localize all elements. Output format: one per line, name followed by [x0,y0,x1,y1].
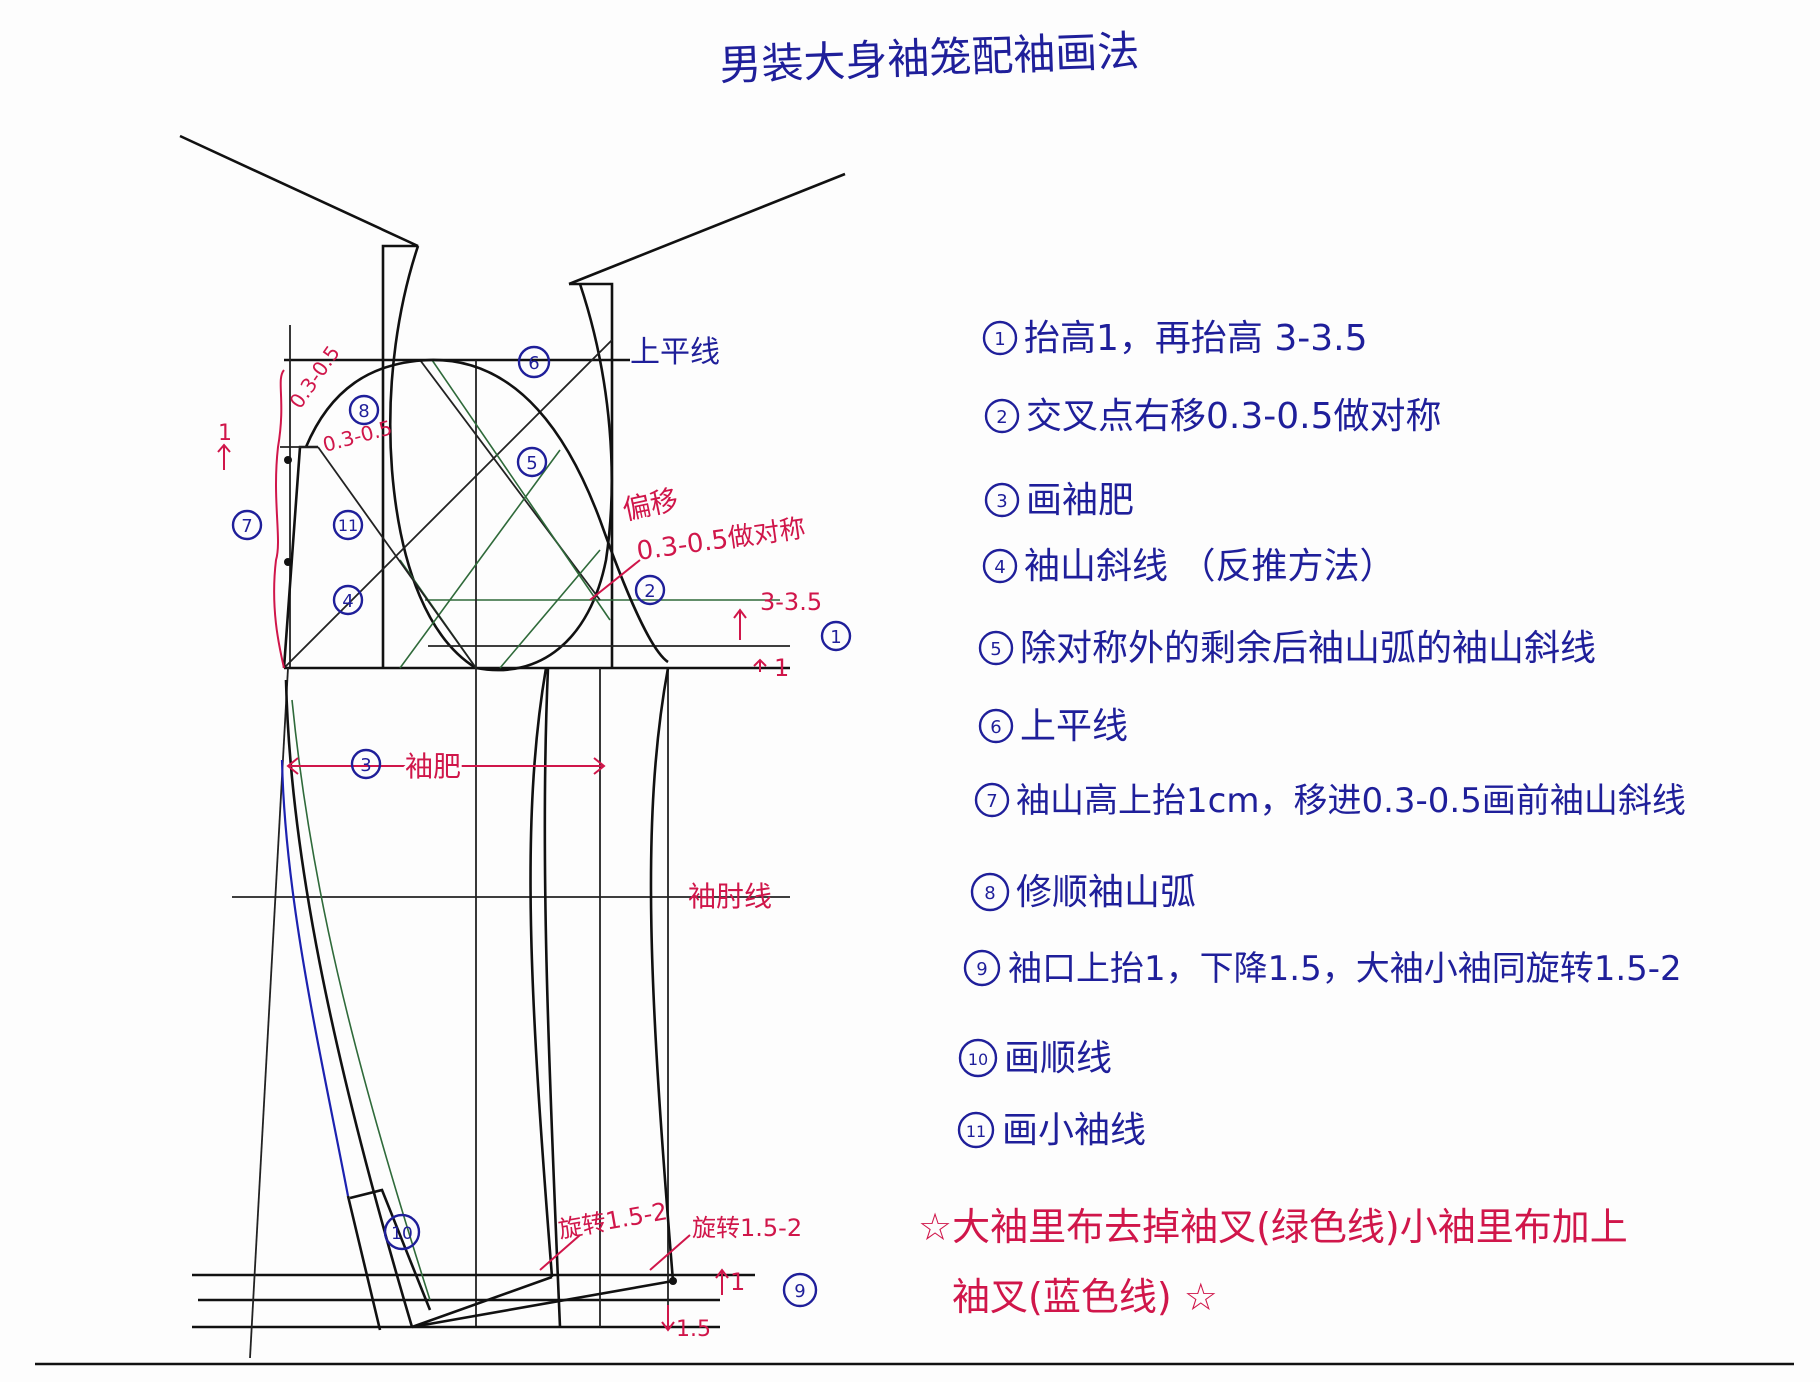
red-annotations: 0.3-0.5 0.3-0.5 1 偏移 0.3-0.5做对称 3-3.5 1 … [217,341,822,1342]
svg-text:3: 3 [996,491,1007,512]
label-offset: 偏移 [620,483,682,527]
marker-3: 3 [350,748,382,780]
label-sleeve-width: 袖肥 [405,750,461,783]
step-item: 8 修顺袖山弧 [970,872,1196,913]
svg-text:除对称外的剩余后袖山弧的袖山斜线: 除对称外的剩余后袖山弧的袖山斜线 [1020,628,1596,669]
svg-text:3: 3 [360,755,371,776]
step-item: 9 袖口上抬1，下降1.5，大袖小袖同旋转1.5-2 [963,949,1682,989]
label-rotate-b: 旋转1.5-2 [692,1214,802,1242]
svg-text:5: 5 [990,639,1001,660]
svg-text:5: 5 [526,453,537,474]
label-offset-symmetric: 0.3-0.5做对称 [635,514,808,567]
step-item: 7 袖山高上抬1cm，移进0.3-0.5画前袖山斜线 [974,781,1686,821]
label-top-level-line: 上平线 [630,335,720,370]
marker-6: 6 [517,345,551,379]
step-item: 6 上平线 [978,706,1128,747]
steps-list: 1 抬高1，再抬高 3-3.5 2 交叉点右移0.3-0.5做对称 3 画袖肥 4 袖山… [957,318,1686,1151]
label-hem-down: 1.5 [676,1317,711,1342]
svg-text:8: 8 [984,883,995,904]
svg-text:上平线: 上平线 [1020,706,1128,747]
marker-11: 11 [332,509,364,541]
svg-text:11: 11 [338,516,358,535]
svg-text:抬高1，再抬高 3-3.5: 抬高1，再抬高 3-3.5 [1024,318,1368,359]
svg-text:6: 6 [990,717,1001,738]
svg-text:9: 9 [976,959,987,980]
svg-text:7: 7 [986,791,997,812]
marker-1: 1 [820,620,852,652]
svg-text:画顺线: 画顺线 [1004,1038,1112,1079]
bodice-armhole [179,134,846,672]
marker-7: 7 [231,509,263,541]
page-title: 男装大身袖笼配袖画法 [719,26,1140,90]
label-elbow-line: 袖肘线 [688,880,772,913]
step-item: 10 画顺线 [958,1038,1112,1079]
marker-5: 5 [516,446,548,478]
step-item: 3 画袖肥 [984,480,1134,521]
marker-10: 10 [383,1213,421,1251]
svg-text:画小袖线: 画小袖线 [1002,1110,1146,1151]
svg-text:6: 6 [528,353,539,374]
marker-9: 9 [782,1272,818,1308]
lining-note-line2: 袖叉(蓝色线) ☆ [952,1275,1218,1319]
svg-text:9: 9 [794,1281,805,1302]
svg-text:10: 10 [968,1050,988,1069]
svg-text:袖山高上抬1cm，移进0.3-0.5画前袖山斜线: 袖山高上抬1cm，移进0.3-0.5画前袖山斜线 [1016,781,1686,821]
label-raise-front-1: 1 [218,421,232,446]
step-item: 5 除对称外的剩余后袖山弧的袖山斜线 [978,628,1596,669]
label-shift-a: 0.3-0.5 [284,341,344,413]
svg-text:1: 1 [994,329,1005,350]
marker-2: 2 [634,574,666,606]
svg-text:11: 11 [966,1122,986,1141]
svg-text:8: 8 [358,401,369,422]
svg-text:交叉点右移0.3-0.5做对称: 交叉点右移0.3-0.5做对称 [1026,396,1442,437]
step-item: 4 袖山斜线 （反推方法） [982,546,1395,587]
lining-note-line1: ☆大袖里布去掉袖叉(绿色线)小袖里布加上 [918,1205,1628,1249]
step-item: 2 交叉点右移0.3-0.5做对称 [984,396,1442,437]
svg-text:2: 2 [644,581,655,602]
marker-8: 8 [348,394,380,426]
svg-text:画袖肥: 画袖肥 [1026,480,1134,521]
label-rotate-a: 旋转1.5-2 [556,1197,669,1244]
svg-text:2: 2 [996,407,1007,428]
svg-text:袖山斜线 （反推方法）: 袖山斜线 （反推方法） [1024,546,1395,587]
sleeve-cap-curve [280,358,669,669]
sleeve-seams [280,456,677,1331]
label-raise-3: 3-3.5 [760,588,822,616]
svg-text:1: 1 [830,627,841,648]
svg-text:袖口上抬1，下降1.5，大袖小袖同旋转1.5-2: 袖口上抬1，下降1.5，大袖小袖同旋转1.5-2 [1008,949,1682,989]
label-hem-up: 1 [730,1268,745,1296]
step-markers: 1 2 3 4 5 6 7 8 9 10 11 [231,345,852,1308]
svg-text:修顺袖山弧: 修顺袖山弧 [1016,872,1196,913]
step-item: 1 抬高1，再抬高 3-3.5 [982,318,1368,359]
step-item: 11 画小袖线 [957,1110,1146,1151]
svg-text:7: 7 [241,516,252,537]
svg-text:4: 4 [994,557,1005,578]
label-raise-1: 1 [774,654,789,682]
svg-text:10: 10 [391,1224,413,1244]
marker-4: 4 [332,584,364,616]
svg-text:4: 4 [342,591,353,612]
